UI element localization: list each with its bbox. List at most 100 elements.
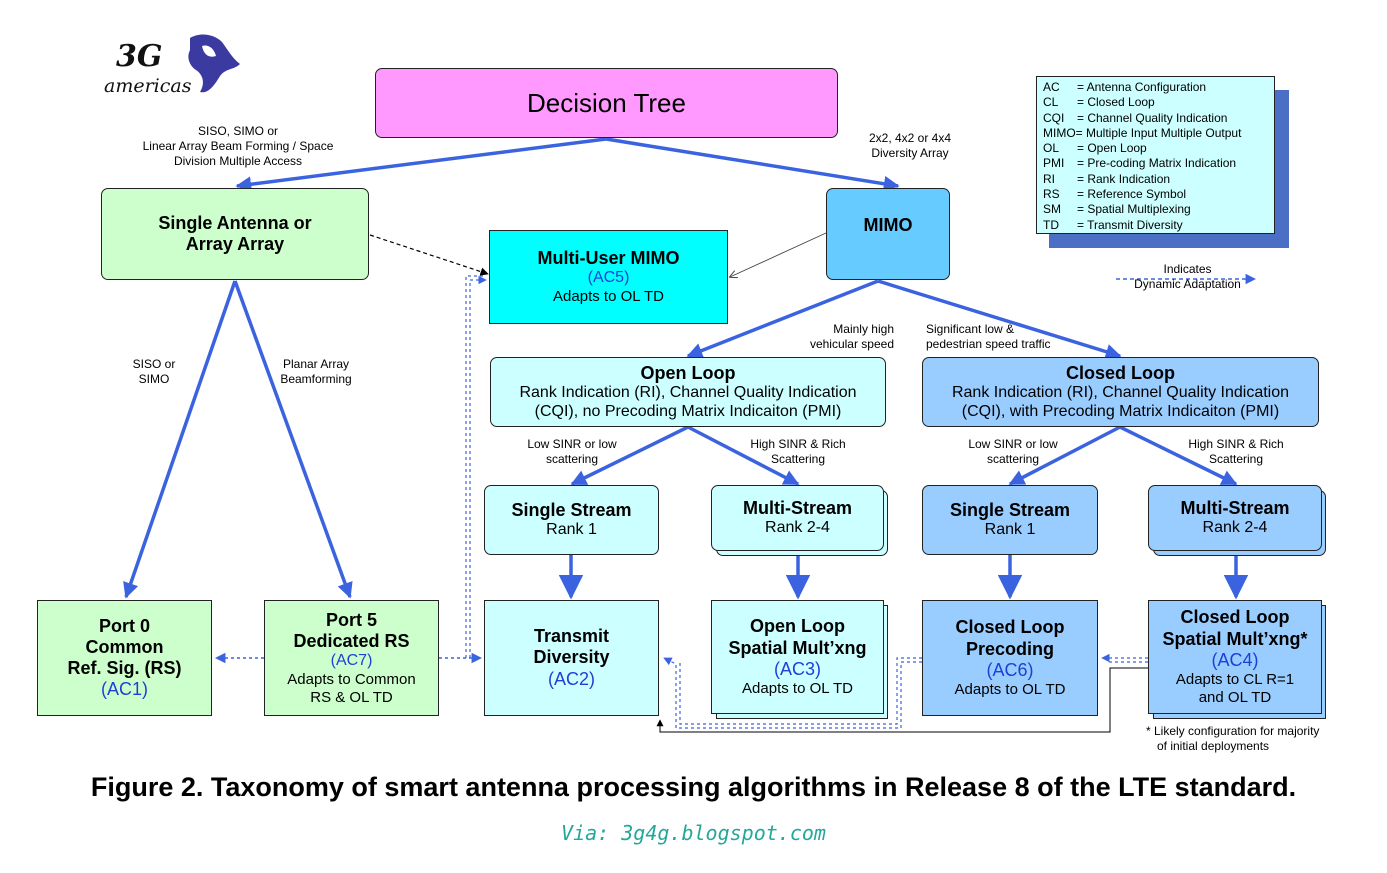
ol-multi-sub: Rank 2-4 bbox=[765, 519, 830, 537]
closed-loop-title: Closed Loop bbox=[1066, 362, 1175, 383]
open-loop-line1: Rank Indication (RI), Channel Quality In… bbox=[519, 383, 857, 401]
label-significant-low: Significant low & pedestrian speed traff… bbox=[926, 322, 1051, 351]
mimo-title: MIMO bbox=[863, 215, 913, 235]
port0-line2: Common bbox=[85, 636, 164, 657]
label-diversity-array: 2x2, 4x2 or 4x4 Diversity Array bbox=[868, 131, 952, 160]
single-antenna-node: Single Antenna or Array Array bbox=[101, 188, 369, 280]
dynamic-clsm-to-clpre bbox=[1101, 653, 1148, 663]
label-cl-high-sinr: High SINR & Rich Scattering bbox=[1188, 437, 1284, 466]
ol-sm-note: Adapts to OL TD bbox=[742, 680, 853, 697]
open-loop-title: Open Loop bbox=[640, 362, 736, 383]
source-credit: Via: 3g4g.blogspot.com bbox=[561, 821, 826, 845]
cl-pre-note: Adapts to OL TD bbox=[954, 681, 1066, 698]
decision-tree-title: Decision Tree bbox=[527, 87, 686, 118]
footnote: * Likely configuration for majority of i… bbox=[1146, 724, 1320, 753]
decision-tree-node: Decision Tree bbox=[375, 68, 838, 138]
cl-single-stream-node: Single Stream Rank 1 bbox=[922, 485, 1098, 555]
edge-decision-to-single bbox=[235, 137, 607, 193]
edge-single-to-port5 bbox=[233, 280, 353, 599]
edge-mimo-to-closed-loop bbox=[877, 279, 1122, 360]
label-mainly-high: Mainly high vehicular speed bbox=[809, 322, 894, 351]
legend-row: AC= Antenna Configuration bbox=[1043, 80, 1207, 94]
cl-single-sub: Rank 1 bbox=[984, 521, 1036, 539]
transmit-ac: (AC2) bbox=[547, 668, 595, 689]
port5-line2: Dedicated RS bbox=[293, 630, 410, 651]
label-planar-array: Planar Array Beamforming bbox=[280, 357, 352, 386]
closed-loop-node: Closed Loop Rank Indication (RI), Channe… bbox=[922, 357, 1319, 427]
edge-single-to-port0 bbox=[123, 280, 237, 599]
edge-cl-to-single bbox=[1008, 425, 1121, 486]
label-ol-low-sinr: Low SINR or low scattering bbox=[527, 437, 617, 466]
legend-row: MIMO= Multiple Input Multiple Output bbox=[1043, 125, 1242, 140]
ol-sm-ac: (AC3) bbox=[773, 658, 821, 679]
legend-row: PMI= Pre-coding Matrix Indication bbox=[1043, 156, 1237, 171]
transmit-line1: Transmit bbox=[533, 626, 610, 647]
edge-cl-to-multi bbox=[1119, 425, 1238, 486]
cl-sm-note1: Adapts to CL R=1 bbox=[1175, 671, 1295, 689]
port0-line1: Port 0 bbox=[98, 615, 150, 636]
single-antenna-line2: Array Array bbox=[185, 234, 285, 254]
transmit-line2: Diversity bbox=[533, 647, 610, 668]
cl-single-title: Single Stream bbox=[949, 499, 1071, 520]
ol-single-sub: Rank 1 bbox=[546, 521, 597, 539]
open-loop-node: Open Loop Rank Indication (RI), Channel … bbox=[490, 357, 886, 427]
edge-single-to-mumimo bbox=[369, 234, 489, 276]
cl-sm-line2: Spatial Mult’xng* bbox=[1162, 628, 1308, 649]
port0-ac: (AC1) bbox=[100, 679, 148, 700]
legend-box: AC= Antenna Configuration CL= Closed Loo… bbox=[1036, 76, 1275, 234]
ol-spatial-mult-node: Open Loop Spatial Mult’xng (AC3) Adapts … bbox=[711, 600, 884, 714]
cl-multi-stream-node: Multi-Stream Rank 2-4 bbox=[1148, 485, 1322, 551]
ol-multi-stream-node: Multi-Stream Rank 2-4 bbox=[711, 485, 884, 551]
legend-row: RS= Reference Symbol bbox=[1043, 187, 1187, 202]
ol-sm-line2: Spatial Mult’xng bbox=[728, 637, 867, 658]
cl-pre-line1: Closed Loop bbox=[955, 617, 1065, 638]
3g-americas-logo: 3G americas bbox=[102, 30, 252, 100]
cl-spatial-mult-node: Closed Loop Spatial Mult’xng* (AC4) Adap… bbox=[1148, 600, 1322, 714]
dynamic-clsm-to-transmit bbox=[656, 667, 1148, 733]
ol-sm-line1: Open Loop bbox=[750, 616, 845, 637]
cl-sm-line1: Closed Loop bbox=[1180, 607, 1290, 628]
mimo-node: MIMO bbox=[826, 188, 950, 280]
label-cl-low-sinr: Low SINR or low scattering bbox=[968, 437, 1058, 466]
port5-note2: RS & OL TD bbox=[310, 688, 393, 706]
edge-mimo-to-open-loop bbox=[686, 279, 879, 359]
legend-row: SM= Spatial Multiplexing bbox=[1043, 202, 1191, 217]
label-ol-high-sinr: High SINR & Rich Scattering bbox=[750, 437, 846, 466]
cl-sm-ac: (AC4) bbox=[1211, 649, 1259, 670]
dynamic-port5-to-mumimo bbox=[465, 275, 487, 658]
legend-row: CQI= Channel Quality Indication bbox=[1043, 110, 1228, 125]
edge-mimo-to-mumimo bbox=[730, 232, 827, 277]
cl-sm-note2: and OL TD bbox=[1198, 688, 1272, 706]
label-siso-simo-linear: SISO, SIMO or Linear Array Beam Forming … bbox=[142, 124, 334, 168]
edge-ol-to-single bbox=[570, 425, 689, 486]
mu-mimo-note: Adapts to OL TD bbox=[553, 288, 664, 306]
legend-row: TD= Transmit Diversity bbox=[1043, 217, 1183, 232]
edge-decision-to-mimo bbox=[605, 137, 900, 192]
edge-ol-to-multi bbox=[687, 425, 800, 486]
figure-caption: Figure 2. Taxonomy of smart antenna proc… bbox=[90, 772, 1297, 802]
legend-dynamic-label: Indicates Dynamic Adaptation bbox=[1134, 262, 1241, 291]
multi-user-mimo-node: Multi-User MIMO (AC5) Adapts to OL TD bbox=[489, 230, 728, 324]
port5-note1: Adapts to Common bbox=[287, 670, 416, 688]
mu-mimo-ac: (AC5) bbox=[587, 269, 630, 287]
closed-loop-line1: Rank Indication (RI), Channel Quality In… bbox=[951, 383, 1290, 401]
cl-pre-ac: (AC6) bbox=[986, 659, 1034, 680]
dynamic-clpre-to-transmit bbox=[663, 657, 922, 729]
logo-graphic-icon: 3G americas bbox=[104, 34, 240, 97]
svg-text:americas: americas bbox=[104, 75, 192, 97]
ol-single-title: Single Stream bbox=[511, 499, 632, 520]
ol-single-stream-node: Single Stream Rank 1 bbox=[484, 485, 659, 555]
port5-ac: (AC7) bbox=[330, 652, 373, 670]
port5-node: Port 5 Dedicated RS (AC7) Adapts to Comm… bbox=[264, 600, 439, 716]
legend-row: CL= Closed Loop bbox=[1043, 95, 1155, 110]
legend-row: OL= Open Loop bbox=[1043, 141, 1147, 156]
svg-text:3G: 3G bbox=[116, 39, 163, 74]
mu-mimo-title: Multi-User MIMO bbox=[537, 248, 680, 269]
legend-row: RI= Rank Indication bbox=[1043, 171, 1171, 186]
cl-pre-line2: Precoding bbox=[965, 638, 1054, 659]
port0-node: Port 0 Common Ref. Sig. (RS) (AC1) bbox=[37, 600, 212, 716]
cl-precoding-node: Closed Loop Precoding (AC6) Adapts to OL… bbox=[922, 600, 1098, 716]
port0-line3: Ref. Sig. (RS) bbox=[67, 658, 182, 678]
